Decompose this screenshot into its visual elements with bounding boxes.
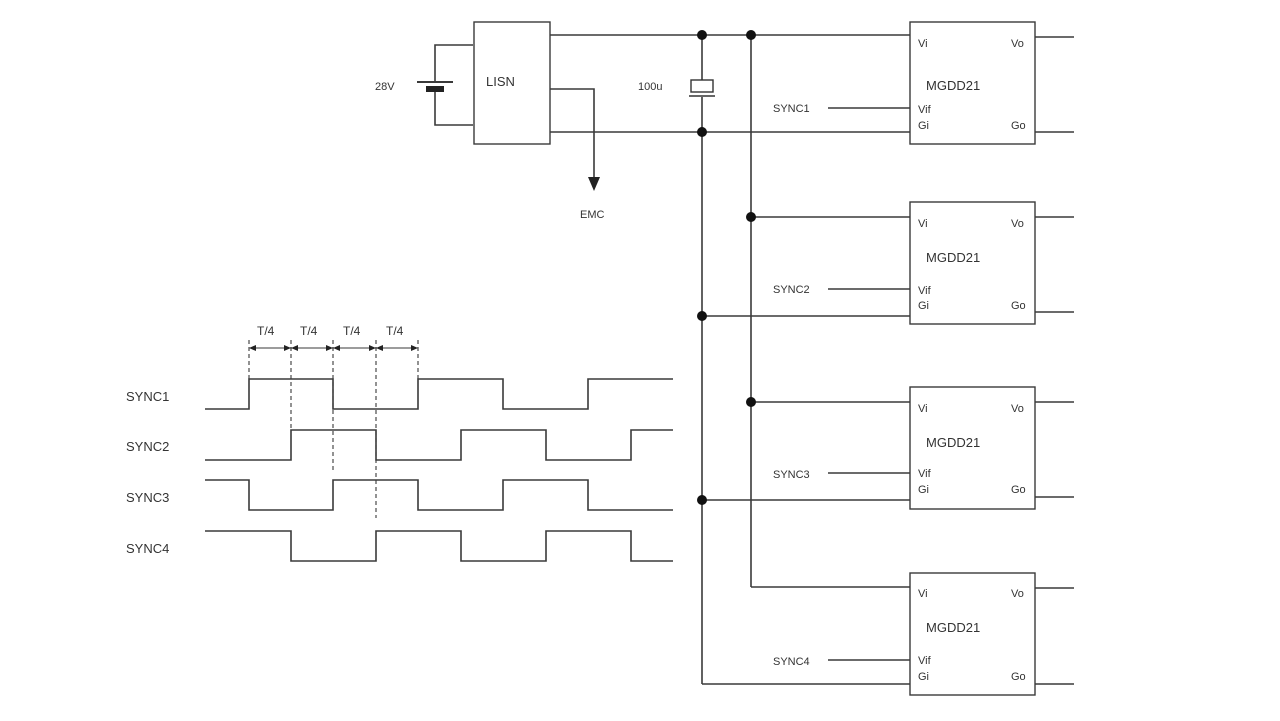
timing-diagram: T/4 T/4 T/4 T/4 SYNC1 SYNC2 SYNC3 SYNC4 — [126, 324, 673, 562]
waveform-sync1 — [205, 378, 673, 410]
junction-node — [746, 397, 756, 407]
vo-pin-label: Vo — [1011, 218, 1024, 230]
emc-output: EMC — [550, 88, 605, 221]
junction-node — [746, 30, 756, 40]
gi-pin-label: Gi — [918, 300, 929, 312]
junction-node — [697, 495, 707, 505]
vo-pin-label: Vo — [1011, 38, 1024, 50]
module-name: MGDD21 — [926, 435, 980, 450]
go-pin-label: Go — [1011, 671, 1026, 683]
junction-node — [697, 311, 707, 321]
quarter-period-label: T/4 — [386, 324, 404, 338]
module-2: Vi Vo MGDD21 Vif Gi Go SYNC2 — [773, 201, 1074, 325]
vi-pin-label: Vi — [918, 588, 928, 600]
lisn-block: LISN — [473, 21, 551, 145]
sync-input-label: SYNC4 — [773, 656, 810, 668]
signal-label-sync4: SYNC4 — [126, 541, 169, 556]
waveform-sync4 — [205, 530, 673, 562]
sync-input-label: SYNC3 — [773, 469, 810, 481]
module-name: MGDD21 — [926, 250, 980, 265]
vo-pin-label: Vo — [1011, 403, 1024, 415]
quarter-period-label: T/4 — [257, 324, 275, 338]
vif-pin-label: Vif — [918, 468, 932, 480]
quarter-period-markers: T/4 T/4 T/4 T/4 — [248, 324, 419, 518]
vi-pin-label: Vi — [918, 218, 928, 230]
signal-label-sync3: SYNC3 — [126, 490, 169, 505]
junction-nodes — [697, 30, 756, 505]
module-name: MGDD21 — [926, 620, 980, 635]
gi-pin-label: Gi — [918, 120, 929, 132]
module-4: Vi Vo MGDD21 Vif Gi Go SYNC4 — [773, 572, 1074, 696]
module-1: Vi Vo MGDD21 Vif Gi Go SYNC1 — [773, 21, 1074, 145]
battery-source: 28V — [375, 44, 473, 126]
vif-pin-label: Vif — [918, 655, 932, 667]
waveform-sync3 — [205, 479, 673, 511]
junction-node — [697, 127, 707, 137]
signal-label-sync1: SYNC1 — [126, 389, 169, 404]
module-name: MGDD21 — [926, 78, 980, 93]
module-3: Vi Vo MGDD21 Vif Gi Go SYNC3 — [773, 386, 1074, 510]
go-pin-label: Go — [1011, 120, 1026, 132]
vi-pin-label: Vi — [918, 38, 928, 50]
gi-pin-label: Gi — [918, 484, 929, 496]
signal-label-sync2: SYNC2 — [126, 439, 169, 454]
junction-node — [697, 30, 707, 40]
sync-input-label: SYNC1 — [773, 103, 810, 115]
quarter-period-label: T/4 — [300, 324, 318, 338]
vif-pin-label: Vif — [918, 285, 932, 297]
capacitor-label: 100u — [638, 81, 662, 93]
waveform-sync2 — [205, 429, 673, 461]
lisn-label: LISN — [486, 74, 515, 89]
source-voltage-label: 28V — [375, 81, 395, 93]
vif-pin-label: Vif — [918, 104, 932, 116]
junction-node — [746, 212, 756, 222]
emc-label: EMC — [580, 209, 605, 221]
sync-input-label: SYNC2 — [773, 284, 810, 296]
vo-pin-label: Vo — [1011, 588, 1024, 600]
go-pin-label: Go — [1011, 484, 1026, 496]
quarter-period-label: T/4 — [343, 324, 361, 338]
gi-pin-label: Gi — [918, 671, 929, 683]
vi-pin-label: Vi — [918, 403, 928, 415]
input-capacitor: 100u — [638, 79, 715, 97]
go-pin-label: Go — [1011, 300, 1026, 312]
